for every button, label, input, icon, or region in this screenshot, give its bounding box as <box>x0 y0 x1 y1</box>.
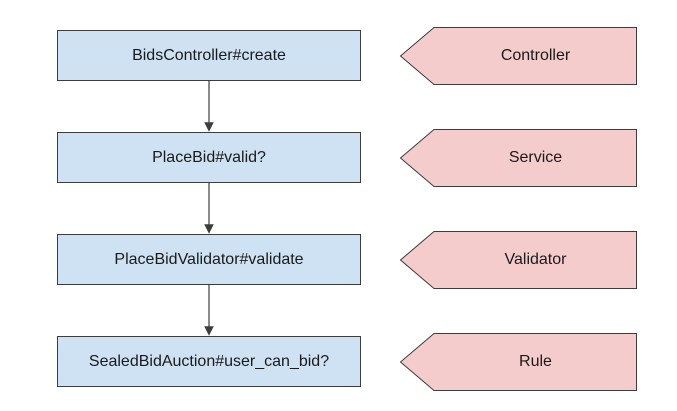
layer-tag-controller: Controller <box>400 27 637 85</box>
layer-tag-shape <box>400 27 637 85</box>
step-label: PlaceBid#valid? <box>152 148 266 166</box>
step-label: PlaceBidValidator#validate <box>114 250 304 268</box>
layer-label: Service <box>508 149 563 166</box>
layer-label: Controller <box>500 47 571 64</box>
layer-tag-validator: Validator <box>400 231 637 289</box>
layer-tag-rule: Rule <box>400 333 637 391</box>
layer-tag-service: Service <box>400 129 637 187</box>
step-place-bid-validator-validate: PlaceBidValidator#validate <box>57 234 361 285</box>
step-place-bid-valid: PlaceBid#valid? <box>57 132 361 183</box>
layer-tag-shape <box>400 333 637 391</box>
layer-label: Validator <box>504 251 567 268</box>
layer-label: Rule <box>519 353 552 370</box>
step-label: BidsController#create <box>132 46 286 64</box>
layer-tag-shape <box>400 129 637 187</box>
layer-tag-shape <box>400 231 637 289</box>
step-label: SealedBidAuction#user_can_bid? <box>88 352 330 370</box>
step-sealed-bid-auction-user-can-bid: SealedBidAuction#user_can_bid? <box>57 336 361 387</box>
step-bids-controller-create: BidsController#create <box>57 30 361 81</box>
